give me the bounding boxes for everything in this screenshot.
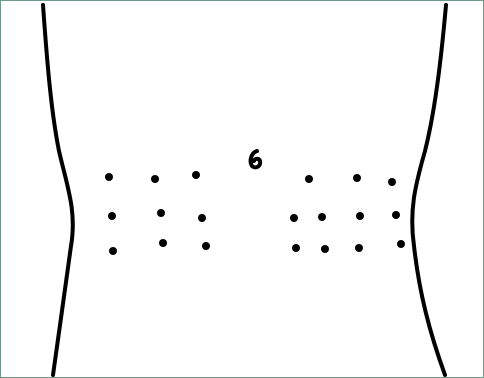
right-group-dot-9 — [321, 245, 329, 253]
right-group-dot-7 — [392, 211, 400, 219]
right-group-dot-5 — [318, 213, 326, 221]
right-group-dot-2 — [353, 174, 361, 182]
right-group-dot-11 — [397, 240, 405, 248]
torso-right-outline — [412, 5, 446, 375]
left-group-dot-9 — [202, 242, 210, 250]
navel-icon — [251, 151, 260, 167]
left-group-dot-8 — [159, 239, 167, 247]
left-group-dot-2 — [151, 175, 159, 183]
left-group-dot-6 — [198, 214, 206, 222]
left-group-dot-4 — [108, 212, 116, 220]
right-group-dot-10 — [355, 244, 363, 252]
left-group-dot-1 — [105, 173, 113, 181]
left-group-dot-5 — [157, 209, 165, 217]
torso-left-outline — [43, 5, 73, 375]
right-group-dot-1 — [305, 175, 313, 183]
right-group-dot-3 — [388, 178, 396, 186]
right-group-dot-4 — [290, 214, 298, 222]
injection-site-dots — [105, 171, 405, 255]
right-group-dot-8 — [292, 244, 300, 252]
left-group-dot-3 — [192, 171, 200, 179]
left-group-dot-7 — [109, 247, 117, 255]
right-group-dot-6 — [356, 212, 364, 220]
